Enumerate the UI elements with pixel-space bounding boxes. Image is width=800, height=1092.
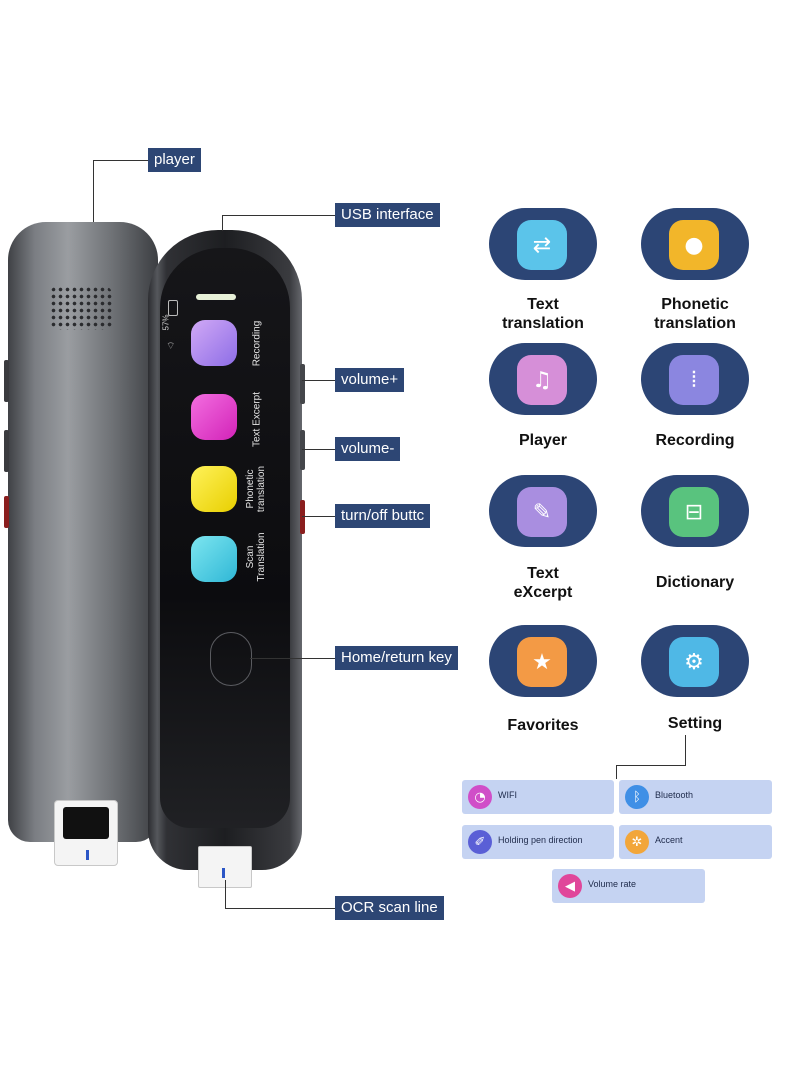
battery-status: 57% xyxy=(161,314,171,331)
volume-up-button[interactable] xyxy=(300,364,305,404)
feature-player[interactable]: ♫ xyxy=(489,343,597,415)
accent-gear-icon: ✲ xyxy=(625,830,649,854)
feature-player-label: Player xyxy=(518,432,568,449)
pen-back-scan-mark xyxy=(86,850,89,860)
screen-indicator xyxy=(196,294,236,300)
home-return-key[interactable] xyxy=(210,632,252,686)
app-recording-label: Recording xyxy=(251,320,263,367)
side-button-upper xyxy=(4,360,9,402)
speaker-grille xyxy=(50,286,112,330)
app-scan-translation-icon[interactable] xyxy=(191,536,237,582)
app-recording-icon[interactable] xyxy=(191,320,237,366)
volume-down-leader xyxy=(302,449,335,451)
feature-text-excerpt[interactable]: ✎ xyxy=(489,475,597,547)
setting-bluetooth-label: Bluetooth xyxy=(655,790,694,800)
setting-connector-v xyxy=(685,735,687,765)
ocr-leader-h xyxy=(225,908,335,910)
app-scan-translation-label: Scan Translation xyxy=(245,532,267,582)
app-text-excerpt-label: Text Excerpt xyxy=(251,391,263,448)
callout-ocr: OCR scan line xyxy=(335,896,444,920)
feature-setting-label: Setting xyxy=(667,715,723,732)
callout-usb: USB interface xyxy=(335,203,440,227)
feature-phonetic-translation[interactable]: ● xyxy=(641,208,749,280)
callout-power: turn/off buttc xyxy=(335,504,431,528)
callout-player: player xyxy=(148,148,201,172)
edit-icon: ✎ xyxy=(517,487,567,537)
usb-leader xyxy=(222,215,224,231)
pen-back-tip xyxy=(54,800,118,866)
feature-favorites-label: Favorites xyxy=(507,717,579,734)
setting-wifi-label: WIFI xyxy=(498,790,517,800)
waveform-icon: ⦙ xyxy=(669,355,719,405)
wifi-icon: ◔ xyxy=(468,785,492,809)
feature-recording-label: Recording xyxy=(655,432,735,449)
volume-up-leader xyxy=(302,380,335,382)
usb-leader-h xyxy=(222,215,335,217)
side-button-red xyxy=(4,496,9,528)
folder-star-icon: ★ xyxy=(517,637,567,687)
side-button-middle xyxy=(4,430,9,472)
setting-holding-pen-direction-label: Holding pen direction xyxy=(498,835,583,845)
feature-dictionary-label: Dictionary xyxy=(655,574,735,591)
battery-icon xyxy=(168,300,178,316)
callout-volume-down: volume- xyxy=(335,437,401,461)
setting-volume-rate-label: Volume rate xyxy=(588,879,637,889)
ocr-leader xyxy=(225,880,227,908)
setting-connector-drop xyxy=(616,765,618,779)
bluetooth-icon: ᛒ xyxy=(625,785,649,809)
setting-accent-label: Accent xyxy=(655,835,683,845)
setting-connector-h xyxy=(616,765,686,767)
setting-holding-pen-direction[interactable]: ✐ Holding pen direction xyxy=(462,825,614,859)
feature-text-translation[interactable]: ⇄ xyxy=(489,208,597,280)
setting-wifi[interactable]: ◔ WIFI xyxy=(462,780,614,814)
scan-book-icon: ⊟ xyxy=(669,487,719,537)
gear-icon: ⚙ xyxy=(669,637,719,687)
setting-volume-rate[interactable]: ◀ Volume rate xyxy=(552,869,705,903)
home-leader xyxy=(250,658,335,660)
callout-volume-up: volume+ xyxy=(335,368,405,392)
music-note-icon: ♫ xyxy=(517,355,567,405)
power-leader xyxy=(302,516,335,518)
microphone-icon: ● xyxy=(669,220,719,270)
feature-setting[interactable]: ⚙ xyxy=(641,625,749,697)
feature-favorites[interactable]: ★ xyxy=(489,625,597,697)
app-text-excerpt-icon[interactable] xyxy=(191,394,237,440)
app-phonetic-label: Phonetic translation xyxy=(245,465,267,513)
feature-recording[interactable]: ⦙ xyxy=(641,343,749,415)
setting-accent[interactable]: ✲ Accent xyxy=(619,825,772,859)
speaker-icon: ◀ xyxy=(558,874,582,898)
setting-bluetooth[interactable]: ᛒ Bluetooth xyxy=(619,780,772,814)
pen-icon: ✐ xyxy=(468,830,492,854)
callout-home: Home/return key xyxy=(335,646,458,670)
translate-icon: ⇄ xyxy=(517,220,567,270)
wifi-status-icon: ⌔ xyxy=(166,341,176,352)
app-phonetic-icon[interactable] xyxy=(191,466,237,512)
player-leader-h xyxy=(93,160,148,162)
feature-dictionary[interactable]: ⊟ xyxy=(641,475,749,547)
player-leader xyxy=(93,160,95,222)
ocr-scan-mark xyxy=(222,868,225,878)
